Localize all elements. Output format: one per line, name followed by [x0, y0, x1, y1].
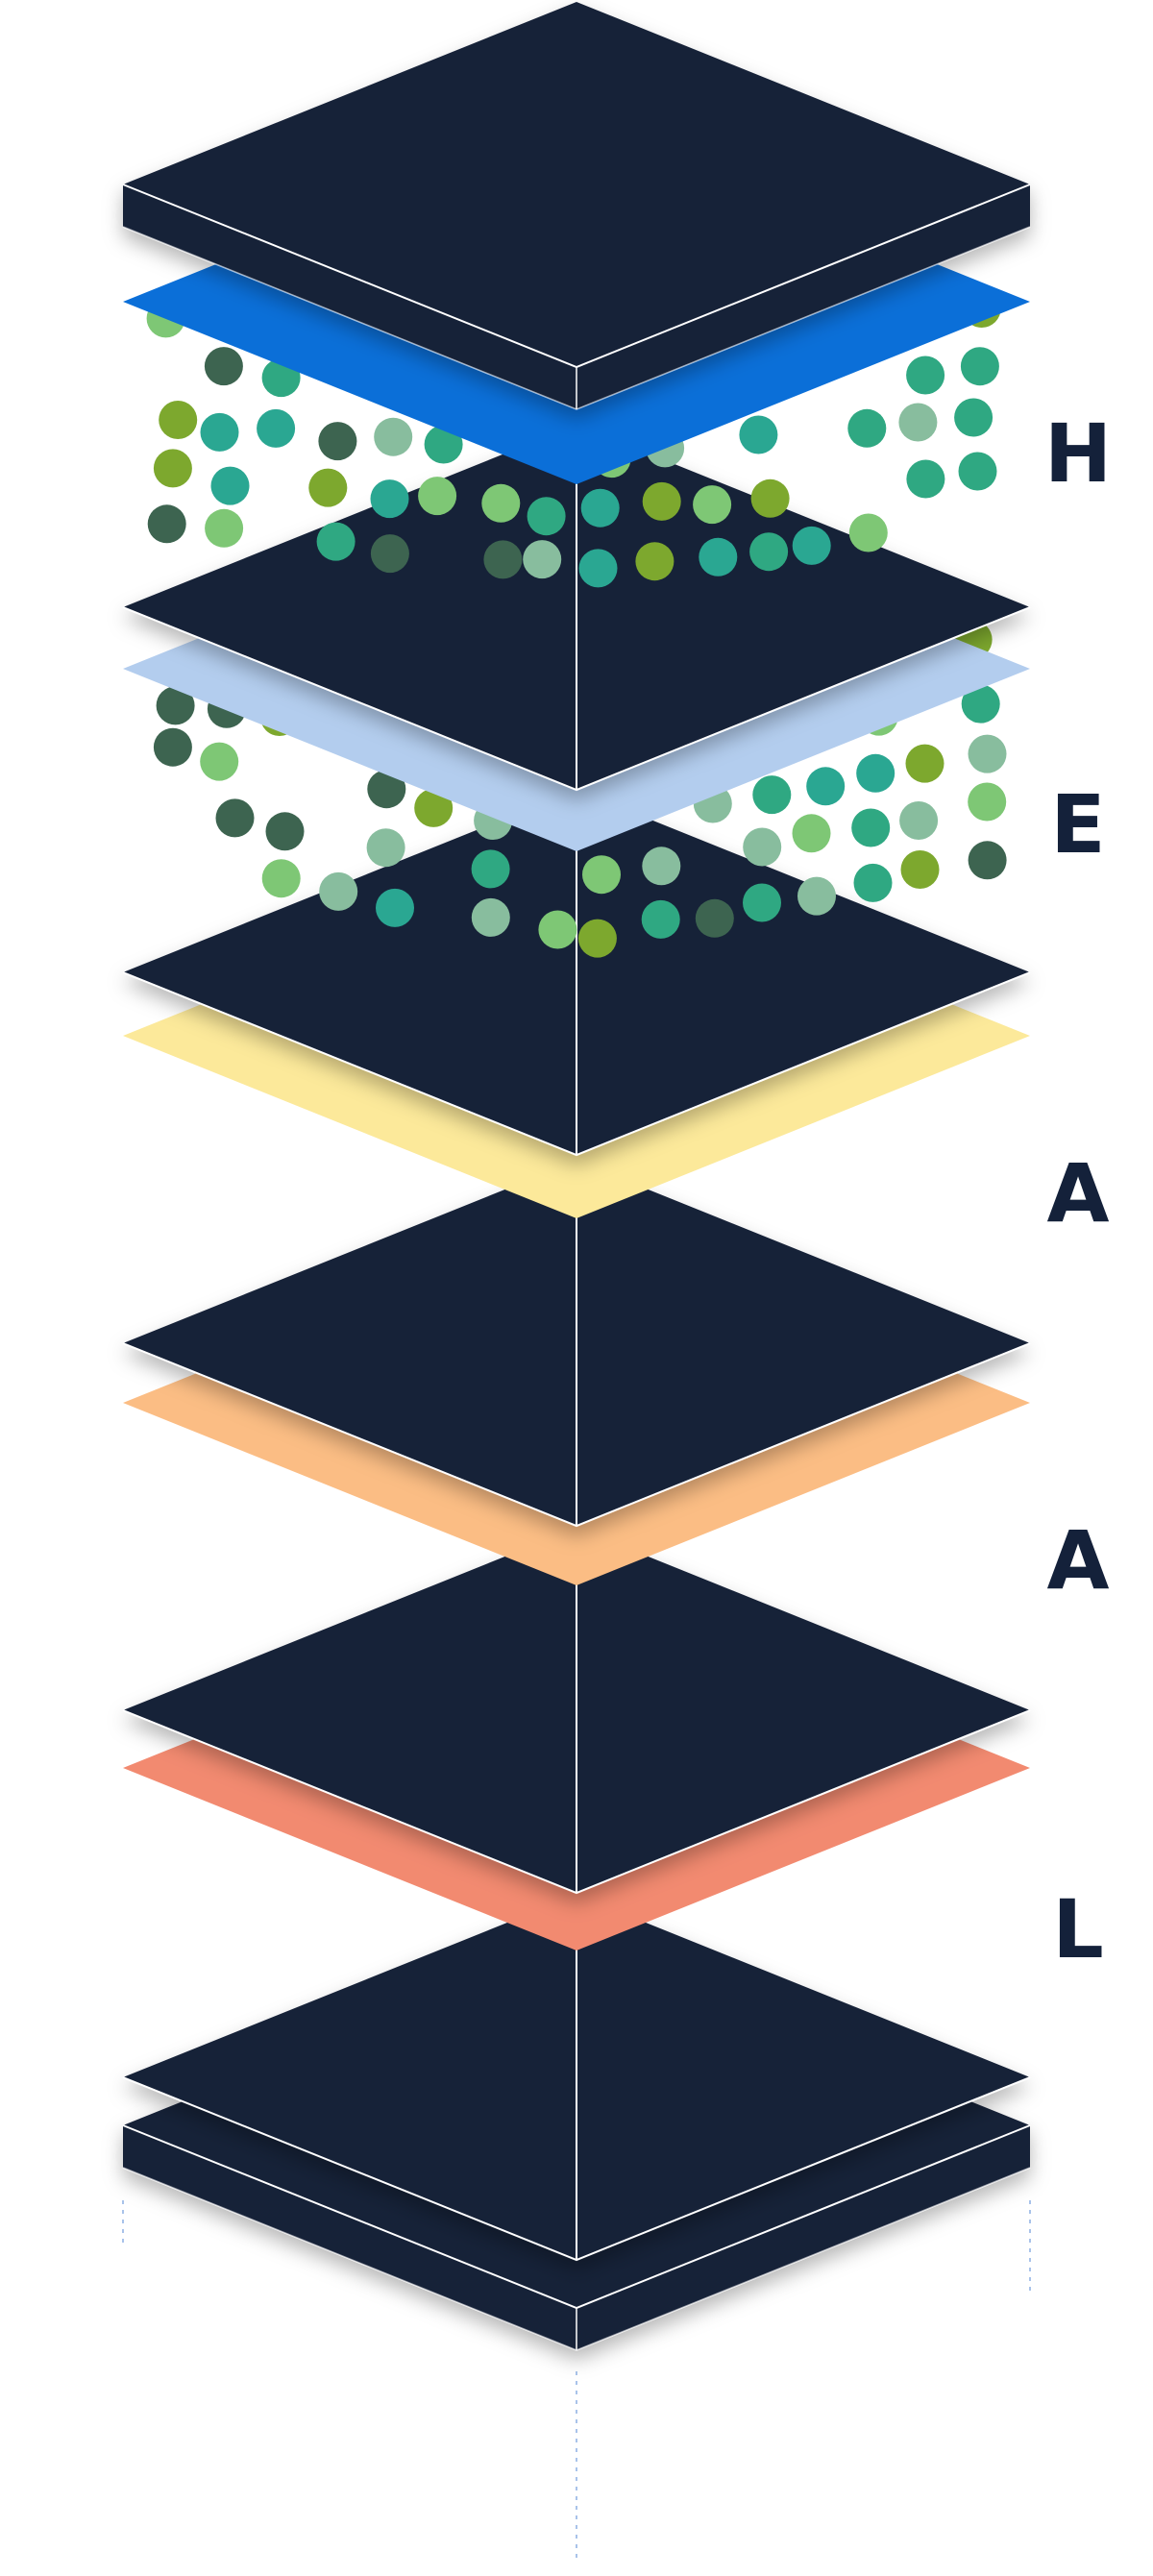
particle-dot [265, 812, 305, 851]
particle-dot [960, 347, 999, 386]
particle-dot [205, 508, 244, 548]
particle-dot [851, 808, 891, 847]
particle-dot [806, 767, 846, 806]
particle-dot [899, 801, 939, 840]
top-slab [122, 2, 1031, 410]
particle-dot [635, 542, 675, 581]
particle-dot [642, 481, 681, 521]
particle-dot [316, 522, 356, 561]
particle-dot [906, 459, 945, 499]
particle-dot [743, 883, 781, 922]
particle-dot [797, 876, 836, 916]
particle-dot [153, 727, 192, 767]
particle-dot [318, 422, 357, 461]
particle-dot [750, 478, 790, 518]
particle-dot [848, 513, 888, 552]
particle-dot [954, 398, 994, 437]
layer-badge-h: H [1005, 380, 1151, 527]
layer-letter: H [1043, 406, 1113, 501]
particle-dot [693, 485, 732, 525]
particle-dot [641, 899, 680, 939]
particle-dot [257, 408, 296, 448]
particle-dot [204, 347, 243, 386]
particle-dot [153, 449, 192, 488]
particle-dot [792, 814, 831, 853]
particle-dot [743, 827, 782, 867]
particle-dot [376, 888, 414, 927]
particle-dot [418, 477, 457, 516]
slab-side-right [576, 2125, 1030, 2350]
particle-dot [642, 846, 681, 886]
particle-dot [156, 686, 195, 725]
particle-dot [847, 408, 887, 448]
particle-dot [471, 897, 510, 937]
particle-dot [370, 479, 409, 519]
particle-dot [853, 863, 893, 902]
layer-letter: E [1050, 777, 1106, 871]
particle-dot [471, 849, 510, 889]
particle-dot [580, 488, 620, 527]
particle-dot [523, 540, 562, 579]
slab-1 [122, 425, 1031, 792]
particle-dot [906, 356, 945, 395]
particle-dot [699, 537, 738, 577]
particle-dot [200, 742, 239, 781]
particle-dot [200, 412, 239, 452]
particle-dot [695, 898, 734, 938]
particle-dot [739, 415, 778, 454]
particle-dot [374, 417, 413, 456]
slab-side-left [123, 184, 576, 409]
particle-dot [215, 798, 255, 838]
particle-dot [968, 782, 1007, 822]
particle-dot [527, 497, 566, 536]
particle-dot [424, 425, 463, 464]
particle-dot [968, 841, 1007, 880]
particle-dot [414, 788, 454, 827]
particle-dot [752, 775, 792, 815]
slab-side-left [123, 2125, 576, 2350]
particle-dot [961, 684, 1000, 724]
particle-dot [319, 871, 358, 911]
particle-dot [210, 466, 250, 505]
particle-dot [905, 744, 944, 783]
layer-badge-a: A [1005, 1120, 1151, 1266]
particle-dot [749, 532, 789, 572]
layer-letter: A [1046, 1146, 1110, 1240]
particle-dot [481, 483, 521, 523]
layer-badge-e: E [1005, 751, 1151, 897]
particle-dot [370, 534, 409, 574]
particle-dot [483, 540, 523, 579]
particle-dot [792, 526, 831, 565]
particle-dot [147, 504, 186, 544]
layer-badge-a-2: A [1005, 1487, 1151, 1633]
particle-dot [582, 855, 621, 895]
particle-dot [898, 403, 938, 442]
slab-3 [122, 1161, 1031, 1528]
particle-dot [577, 919, 617, 958]
particle-dot [367, 770, 406, 809]
particle-dot [856, 753, 895, 793]
slab-side-right [576, 184, 1030, 409]
particle-dot [366, 828, 405, 868]
particle-dot [578, 549, 618, 588]
particle-dot [159, 401, 198, 439]
particle-dot [538, 910, 577, 949]
particle-dot [261, 859, 301, 898]
particle-dot [308, 468, 348, 507]
slab-4 [122, 1528, 1031, 1895]
particle-dot [968, 734, 1007, 773]
slab-5 [122, 1895, 1031, 2262]
layer-badge-l: L [1005, 1856, 1151, 2002]
layer-letter: L [1052, 1882, 1104, 1976]
particle-dot [958, 452, 997, 491]
layer-letter: A [1046, 1513, 1110, 1607]
particle-dot [900, 850, 940, 889]
